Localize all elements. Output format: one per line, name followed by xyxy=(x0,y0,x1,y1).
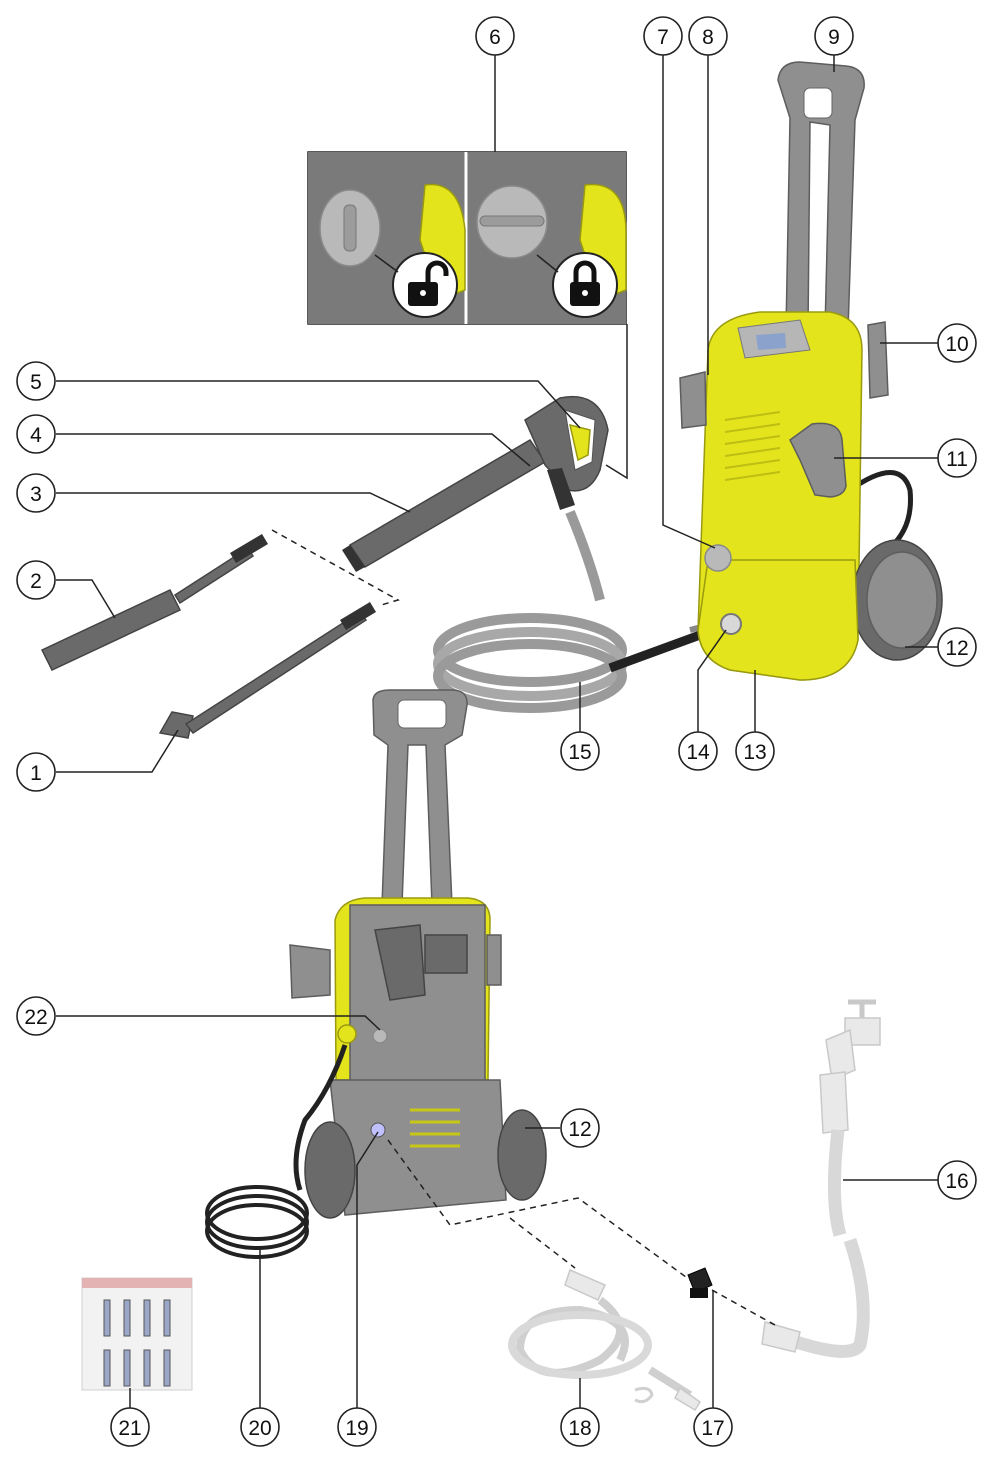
svg-text:15: 15 xyxy=(568,741,591,764)
callout-19: 19 xyxy=(337,1407,377,1447)
svg-text:22: 22 xyxy=(24,1006,47,1029)
inlet-suction-dashed xyxy=(509,1217,576,1269)
svg-text:8: 8 xyxy=(702,26,714,49)
svg-text:18: 18 xyxy=(568,1417,591,1440)
inlet-connection-dashed xyxy=(387,1139,776,1326)
callout-1: 1 xyxy=(16,752,56,792)
callout-7: 7 xyxy=(643,16,683,56)
locked-padlock-icon xyxy=(552,252,618,318)
svg-text:12: 12 xyxy=(945,637,968,660)
callout-16: 16 xyxy=(937,1160,977,1200)
svg-text:20: 20 xyxy=(248,1417,271,1440)
callout-18: 18 xyxy=(560,1407,600,1447)
unlocked-padlock-icon xyxy=(392,252,458,318)
callout-2: 2 xyxy=(16,560,56,600)
lance-connection-dashed xyxy=(271,529,400,607)
callout-21: 21 xyxy=(110,1407,150,1447)
svg-text:1: 1 xyxy=(30,762,42,785)
spray-lance-2 xyxy=(40,534,268,671)
suction-hose-18 xyxy=(508,1268,702,1412)
callout-15: 15 xyxy=(560,731,600,771)
svg-text:9: 9 xyxy=(828,26,840,49)
svg-text:21: 21 xyxy=(118,1417,141,1440)
svg-text:5: 5 xyxy=(30,371,42,394)
callout-10: 10 xyxy=(937,323,977,363)
callout-20: 20 xyxy=(240,1407,280,1447)
svg-text:14: 14 xyxy=(686,741,710,764)
svg-text:6: 6 xyxy=(489,26,501,49)
leader-lines xyxy=(56,55,938,1408)
svg-text:17: 17 xyxy=(701,1417,724,1440)
callout-14: 14 xyxy=(678,731,718,771)
adapter-17 xyxy=(687,1267,713,1298)
callout-6: 6 xyxy=(475,16,515,56)
callout-8: 8 xyxy=(688,16,728,56)
callout-12-front: 12 xyxy=(937,627,977,667)
lock-detail-inset xyxy=(307,151,627,325)
callout-13: 13 xyxy=(735,731,775,771)
callout-12-rear: 12 xyxy=(560,1108,600,1148)
svg-text:10: 10 xyxy=(945,333,968,356)
callout-17: 17 xyxy=(693,1407,733,1447)
svg-text:11: 11 xyxy=(946,448,968,471)
svg-text:16: 16 xyxy=(945,1170,968,1193)
callout-4: 4 xyxy=(16,414,56,454)
callout-3: 3 xyxy=(16,473,56,513)
svg-text:12: 12 xyxy=(568,1118,591,1141)
machine-front-view xyxy=(679,61,943,681)
callout-9: 9 xyxy=(814,16,854,56)
trigger-gun xyxy=(342,396,609,572)
callout-22: 22 xyxy=(16,996,56,1036)
screws-bag-21 xyxy=(81,1277,193,1391)
garden-tap-and-hose xyxy=(761,999,881,1358)
svg-text:2: 2 xyxy=(30,570,42,593)
spray-lance-1 xyxy=(158,602,376,739)
svg-text:4: 4 xyxy=(30,424,42,447)
callout-5: 5 xyxy=(16,361,56,401)
svg-text:3: 3 xyxy=(30,483,42,506)
svg-text:13: 13 xyxy=(743,741,766,764)
svg-text:7: 7 xyxy=(657,26,669,49)
callout-11: 11 xyxy=(937,438,977,478)
svg-text:19: 19 xyxy=(345,1417,368,1440)
high-pressure-hose xyxy=(433,510,721,713)
machine-rear-view xyxy=(205,689,547,1259)
